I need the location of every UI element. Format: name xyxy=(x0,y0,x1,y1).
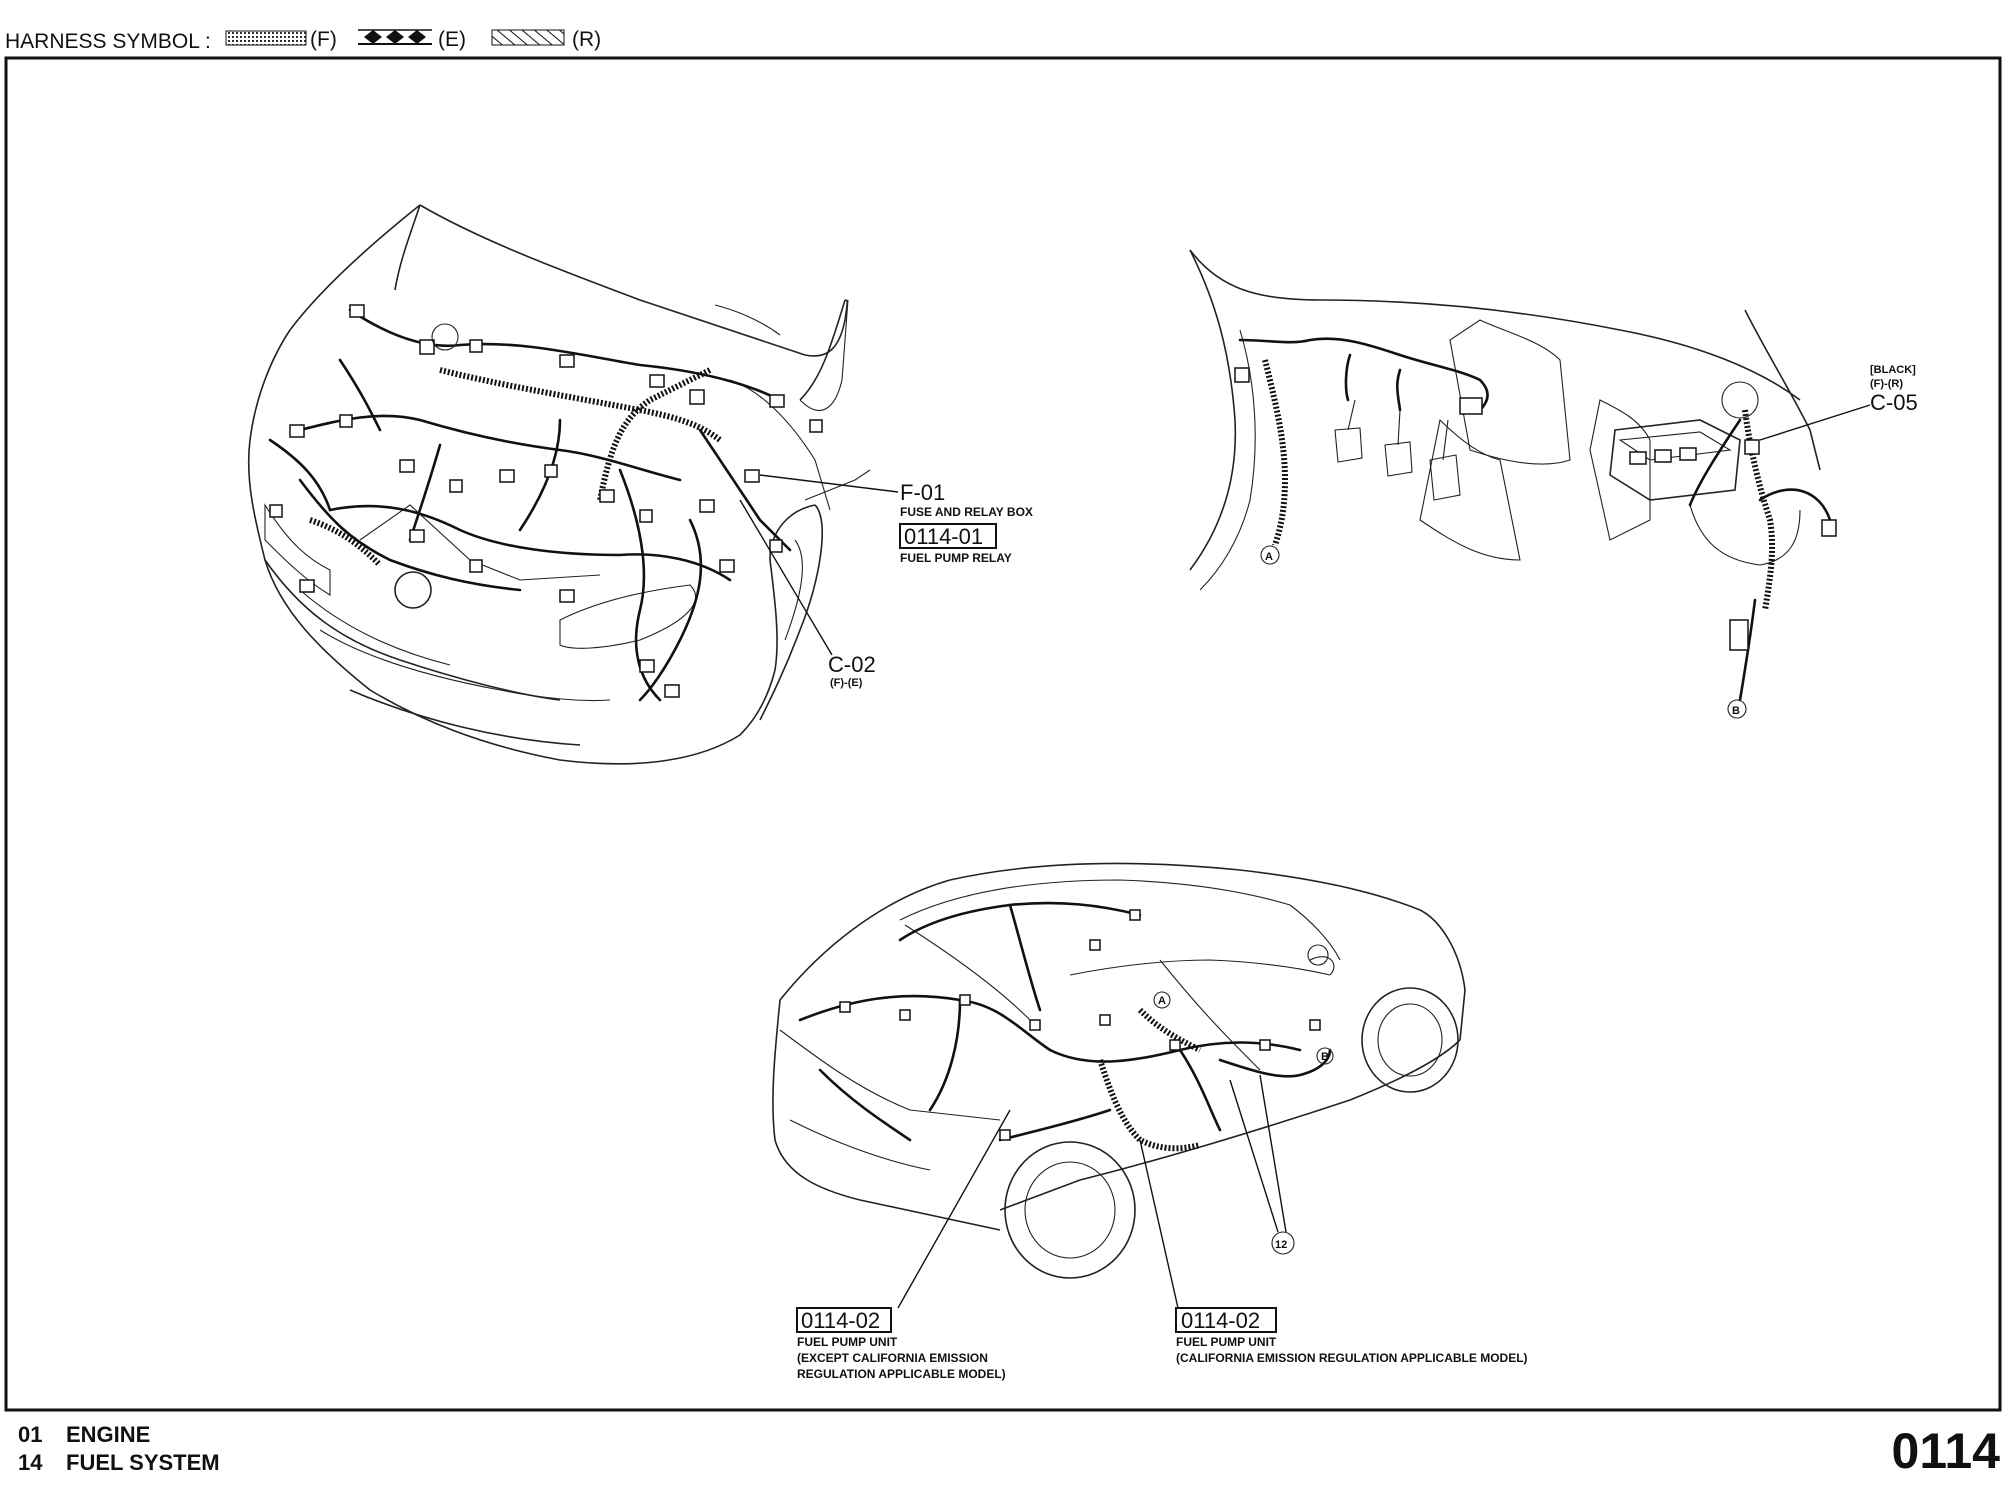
callout-fp2-desc: FUEL PUMP UNIT xyxy=(1176,1335,1277,1349)
harness-symbol-legend: HARNESS SYMBOL : (F) (E) (R) xyxy=(5,28,601,53)
callout-fp2-ref: 0114-02 xyxy=(1181,1308,1260,1333)
callout-fp1-desc2: (EXCEPT CALIFORNIA EMISSION xyxy=(797,1351,988,1365)
legend-r-code: (R) xyxy=(572,28,601,51)
legend-label: HARNESS SYMBOL : xyxy=(5,30,211,53)
callout-f01-desc: FUSE AND RELAY BOX xyxy=(900,505,1033,519)
callout-c05-code: C-05 xyxy=(1870,390,1918,415)
rear-marker-b: B xyxy=(1321,1051,1329,1063)
callout-f01-code: F-01 xyxy=(900,480,945,505)
callout-fp2-desc2: (CALIFORNIA EMISSION REGULATION APPLICAB… xyxy=(1176,1351,1528,1365)
legend-r-swatch xyxy=(491,29,565,46)
footer: 01 ENGINE 14 FUEL SYSTEM 0114 xyxy=(18,1422,2000,1479)
callout-c05-color: [BLACK] xyxy=(1870,364,1916,376)
callout-fp1-ref: 0114-02 xyxy=(801,1308,880,1333)
diagram-frame xyxy=(4,56,2002,1412)
callout-f01-ref: 0114-01 xyxy=(904,524,983,549)
cabin-marker-b: B xyxy=(1732,705,1740,717)
callout-c02-sub: (F)-(E) xyxy=(830,677,863,689)
legend-e-code: (E) xyxy=(438,28,466,51)
footer-subsection-num: 14 xyxy=(18,1450,43,1475)
callout-fuel-pump-ca: 0114-02 FUEL PUMP UNIT (CALIFORNIA EMISS… xyxy=(1175,1307,1528,1365)
callout-f01: F-01 FUSE AND RELAY BOX 0114-01 FUEL PUM… xyxy=(899,480,1033,565)
footer-section-title: ENGINE xyxy=(66,1422,150,1447)
callout-fuel-pump-except-ca: 0114-02 FUEL PUMP UNIT (EXCEPT CALIFORNI… xyxy=(796,1307,1006,1381)
callout-c02-code: C-02 xyxy=(828,652,876,677)
callout-c05-sub: (F)-(R) xyxy=(1870,378,1903,390)
callout-fp1-desc3: REGULATION APPLICABLE MODEL) xyxy=(797,1367,1006,1381)
callout-fp1-desc: FUEL PUMP UNIT xyxy=(797,1335,898,1349)
legend-e-swatch xyxy=(358,29,432,45)
engine-bay-view xyxy=(247,204,899,765)
callout-c02: C-02 (F)-(E) xyxy=(828,652,876,689)
rear-marker-a: A xyxy=(1158,995,1166,1007)
callout-f01-ref-desc: FUEL PUMP RELAY xyxy=(900,551,1012,565)
rear-body-view: A B 12 xyxy=(772,862,1466,1309)
legend-f-code: (F) xyxy=(310,28,337,51)
footer-subsection-title: FUEL SYSTEM xyxy=(66,1450,220,1475)
footer-section-num: 01 xyxy=(18,1422,42,1447)
cabin-marker-a: A xyxy=(1265,551,1273,563)
page-number: 0114 xyxy=(1892,1423,2001,1479)
rear-marker-12: 12 xyxy=(1275,1239,1287,1251)
cabin-view: A B xyxy=(1189,249,1871,719)
callout-c05: [BLACK] (F)-(R) C-05 xyxy=(1870,364,1918,415)
legend-f-swatch xyxy=(225,30,307,46)
